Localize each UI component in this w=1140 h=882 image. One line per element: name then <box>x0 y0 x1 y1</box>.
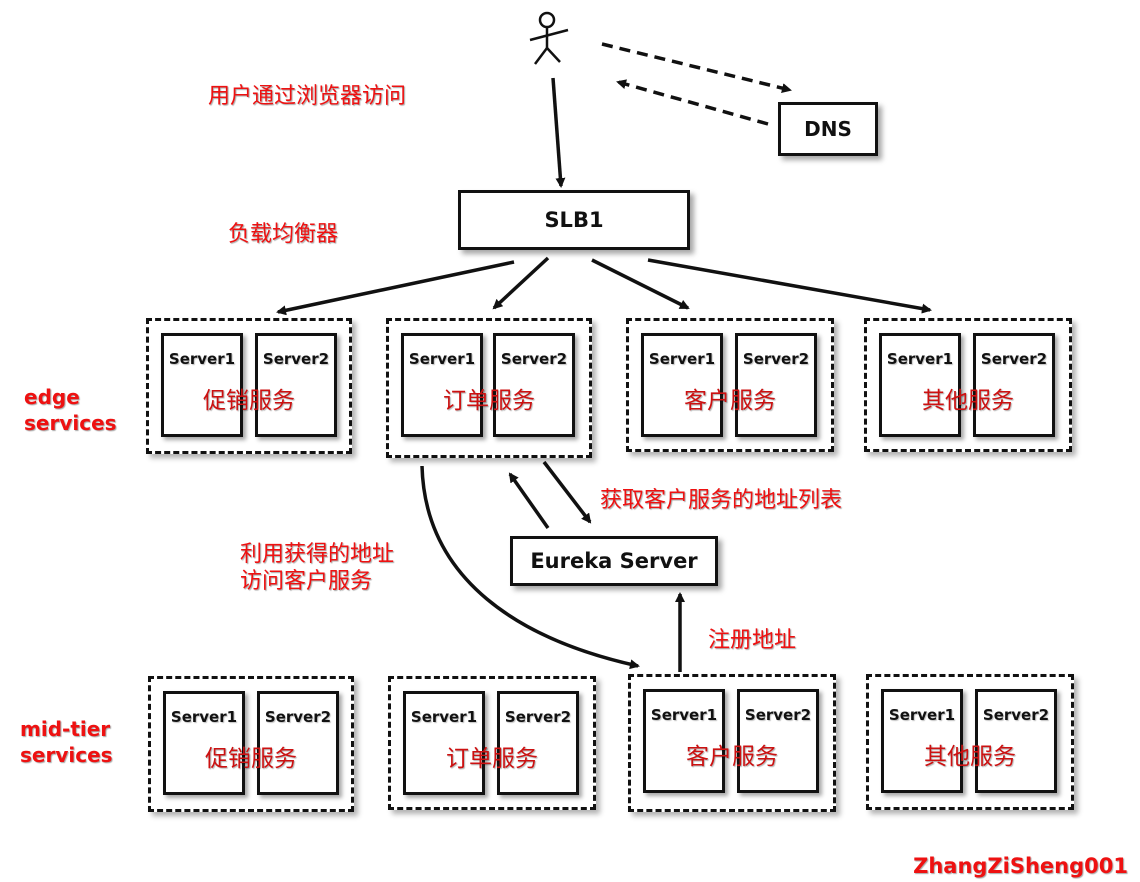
mid-customer-server1: Server1 <box>643 689 725 793</box>
edge-customer-server2: Server2 <box>735 333 817 437</box>
edge-promo-service-group: Server1 Server2 促销服务 <box>146 318 352 454</box>
server-label: Server1 <box>408 350 476 368</box>
edge-other-server1: Server1 <box>879 333 961 437</box>
user-to-dns-arrow <box>601 42 792 93</box>
edge-other-service-group: Server1 Server2 其他服务 <box>864 318 1072 452</box>
mid-other-server2: Server2 <box>975 689 1057 793</box>
server-label: Server2 <box>500 350 568 368</box>
edge-tier-label: edge services <box>24 384 117 436</box>
server-label: Server2 <box>742 350 810 368</box>
slb-node: SLB1 <box>458 190 690 250</box>
dns-node: DNS <box>778 102 878 156</box>
eureka-server-node: Eureka Server <box>510 536 718 586</box>
stick-figure-user-icon <box>529 11 569 65</box>
order-to-eureka-arrow <box>542 460 592 524</box>
mid-customer-service-group: Server1 Server2 客户服务 <box>628 674 836 812</box>
mid-order-server1: Server1 <box>403 691 485 795</box>
mid-tier-label: mid-tier services <box>20 716 113 768</box>
use-address-note-line1: 利用获得的地址 <box>240 542 395 567</box>
eureka-server-label: Eureka Server <box>530 549 698 573</box>
edge-order-server1: Server1 <box>401 333 483 437</box>
server-label: Server1 <box>886 350 954 368</box>
mid-customer-server2: Server2 <box>737 689 819 793</box>
server-label: Server2 <box>262 350 330 368</box>
browser-access-note: 用户通过浏览器访问 <box>208 84 407 109</box>
server-label: Server1 <box>170 708 238 726</box>
server-label: Server1 <box>168 350 236 368</box>
edge-promo-server2: Server2 <box>255 333 337 437</box>
load-balancer-note: 负载均衡器 <box>228 222 339 247</box>
dns-label: DNS <box>804 117 852 141</box>
slb-label: SLB1 <box>544 208 604 232</box>
dns-to-user-arrow <box>616 79 769 126</box>
slb-to-order-arrow <box>492 256 550 310</box>
use-address-note: 利用获得的地址 访问客户服务 <box>240 541 394 595</box>
edge-promo-server1: Server1 <box>161 333 243 437</box>
eureka-to-order-arrow <box>508 472 550 530</box>
edge-customer-server1: Server1 <box>641 333 723 437</box>
server-label: Server2 <box>744 706 812 724</box>
server-label: Server1 <box>410 708 478 726</box>
user-to-slb-arrow <box>551 77 566 188</box>
mid-tier-line2: services <box>20 743 113 767</box>
mid-promo-server2: Server2 <box>257 691 339 795</box>
server-label: Server2 <box>982 706 1050 724</box>
server-label: Server2 <box>980 350 1048 368</box>
server-label: Server1 <box>650 706 718 724</box>
order-to-mid-customer-curve <box>420 465 640 670</box>
mid-tier-line1: mid-tier <box>20 717 111 741</box>
edge-order-service-group: Server1 Server2 订单服务 <box>386 318 592 458</box>
author-watermark: ZhangZiSheng001 <box>913 854 1128 878</box>
mid-promo-service-group: Server1 Server2 促销服务 <box>148 676 354 812</box>
mid-other-server1: Server1 <box>881 689 963 793</box>
slb-to-other-arrow <box>647 258 932 314</box>
server-label: Server2 <box>504 708 572 726</box>
use-address-note-line2: 访问客户服务 <box>240 569 373 594</box>
slb-to-customer-arrow <box>591 258 690 310</box>
mid-order-server2: Server2 <box>497 691 579 795</box>
edge-customer-service-group: Server1 Server2 客户服务 <box>626 318 834 452</box>
edge-tier-line1: edge <box>24 385 80 409</box>
server-label: Server1 <box>648 350 716 368</box>
server-label: Server2 <box>264 708 332 726</box>
mid-promo-server1: Server1 <box>163 691 245 795</box>
mid-other-service-group: Server1 Server2 其他服务 <box>866 674 1074 810</box>
mid-order-service-group: Server1 Server2 订单服务 <box>388 676 596 810</box>
edge-order-server2: Server2 <box>493 333 575 437</box>
get-address-list-note: 获取客户服务的地址列表 <box>600 488 843 513</box>
edge-tier-line2: services <box>24 411 117 435</box>
slb-to-promo-arrow <box>276 260 515 316</box>
register-address-note: 注册地址 <box>708 628 797 653</box>
server-label: Server1 <box>888 706 956 724</box>
edge-other-server2: Server2 <box>973 333 1055 437</box>
